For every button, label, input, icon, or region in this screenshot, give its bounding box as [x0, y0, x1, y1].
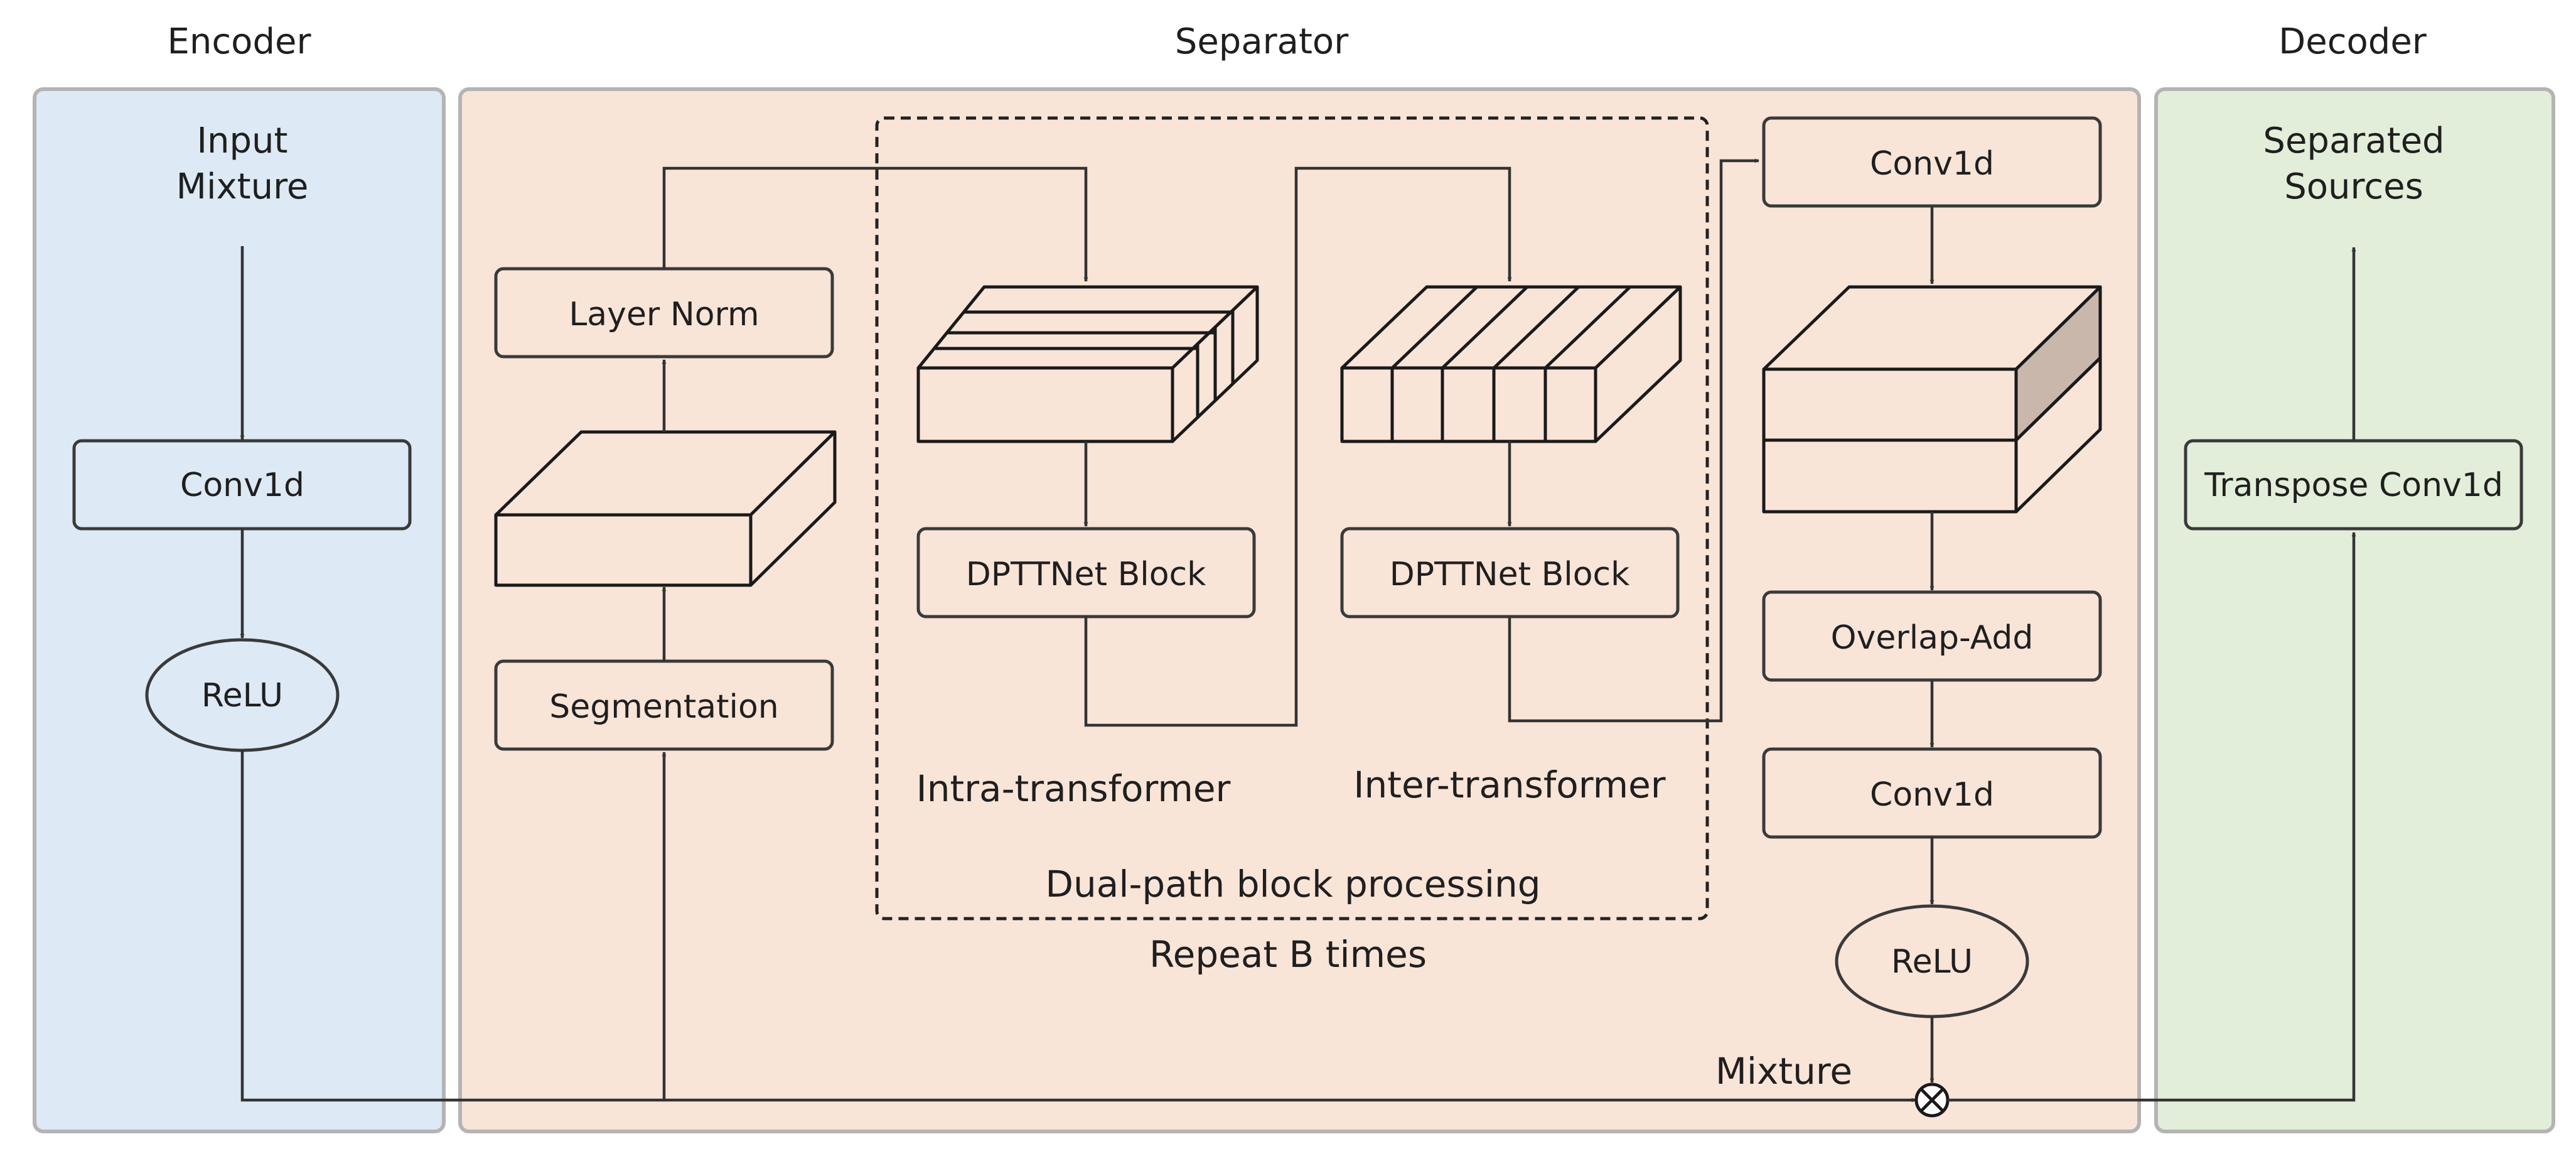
segmentation-label: Segmentation: [549, 688, 778, 726]
input-mixture-line1: Input: [196, 121, 287, 161]
mixture-path: [240, 750, 1916, 1103]
inter-dpttnet-block-label: DPTTNet Block: [1390, 556, 1629, 593]
separated-sources-line1: Separated: [2263, 121, 2444, 161]
separator-title: Separator: [1175, 21, 1349, 62]
overlap-add-label: Overlap-Add: [1831, 619, 2034, 657]
separator-relu-label: ReLU: [1891, 943, 1973, 981]
arrow-intra-to-inter: [1084, 166, 1512, 727]
encoder-title: Encoder: [168, 21, 312, 62]
mixture-label: Mixture: [1715, 1050, 1852, 1093]
dual-path-label: Dual-path block processing: [1045, 863, 1540, 905]
arrow-inter-to-conv: [1508, 158, 1759, 723]
multiply-icon: [1914, 1082, 1950, 1118]
intra-transformer-cube: [916, 285, 1259, 443]
repeat-label: Repeat B times: [1149, 933, 1427, 976]
separator-conv1d-bottom-label: Conv1d: [1870, 776, 1994, 814]
separated-sources-line2: Sources: [2284, 166, 2423, 207]
decoder-title: Decoder: [2278, 21, 2427, 62]
segmented-cube: [494, 430, 837, 587]
input-mixture-line2: Mixture: [176, 166, 309, 207]
separator-conv1d-top-label: Conv1d: [1870, 145, 1994, 183]
arrow-multiply-to-decoder: [1948, 532, 2356, 1102]
encoder-conv1d-label: Conv1d: [180, 467, 304, 504]
arrow-layernorm-to-intra: [662, 166, 1088, 282]
layer-norm-label: Layer Norm: [569, 296, 759, 333]
encoder-relu-label: ReLU: [201, 677, 283, 715]
separator-panel: [458, 87, 2141, 1133]
inter-transformer-label: Inter-transformer: [1353, 764, 1665, 806]
dual-path-region: [875, 116, 1709, 920]
encoder-panel: [33, 87, 446, 1133]
transpose-conv1d-label: Transpose Conv1d: [2204, 467, 2503, 504]
stacked-output-cube: [1762, 285, 2102, 514]
intra-dpttnet-block-label: DPTTNet Block: [966, 556, 1206, 593]
inter-transformer-cube: [1340, 285, 1682, 443]
intra-transformer-label: Intra-transformer: [916, 767, 1231, 810]
